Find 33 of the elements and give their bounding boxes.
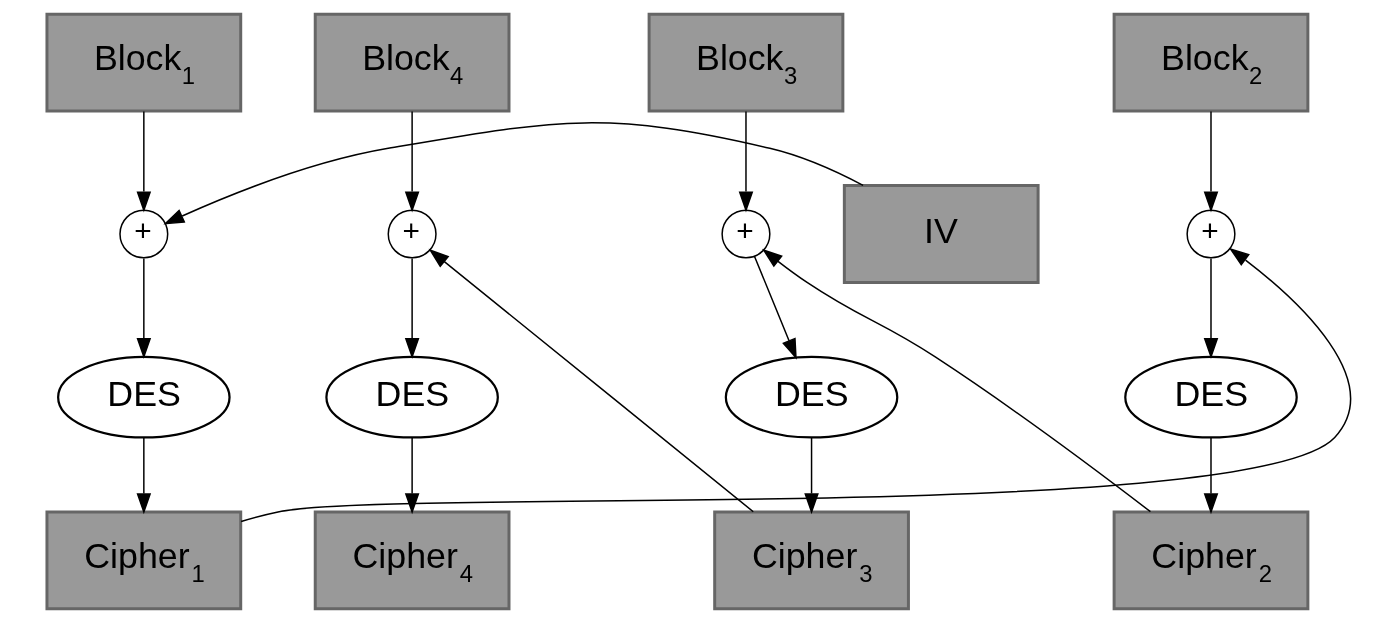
arrow xyxy=(428,248,754,513)
node-circle: + xyxy=(1185,209,1236,259)
arrow xyxy=(404,257,419,359)
arrow xyxy=(753,255,797,360)
node-circle: + xyxy=(118,209,168,259)
node-box: Cipher$_{1}$ xyxy=(44,510,242,611)
node-ellipse: DES xyxy=(1123,355,1298,439)
arrow xyxy=(738,110,753,213)
arrow xyxy=(136,436,151,515)
node-ellipse: DES xyxy=(56,355,231,439)
arrow xyxy=(1203,436,1218,515)
arrow xyxy=(136,257,151,359)
node-box: Cipher$_{2}$ xyxy=(1112,510,1309,611)
arrow xyxy=(162,122,864,225)
node-circle: + xyxy=(720,209,771,259)
node-box: Cipher$_{3}$ xyxy=(712,510,910,611)
arrow xyxy=(404,436,419,515)
arrow xyxy=(404,110,419,213)
node-box: IV xyxy=(842,184,1040,284)
node-box: Block$_{4}$ xyxy=(313,12,510,113)
node-ellipse: DES xyxy=(324,355,499,439)
node-box: Cipher$_{4}$ xyxy=(313,510,510,611)
arrow xyxy=(1203,257,1218,359)
node-ellipse: DES xyxy=(724,355,898,439)
node-box: Block$_{2}$ xyxy=(1112,12,1309,113)
node-box: Block$_{1}$ xyxy=(44,12,242,113)
node-box: Block$_{3}$ xyxy=(647,12,844,113)
node-circle: + xyxy=(387,209,437,259)
arrow xyxy=(136,110,151,213)
arrow xyxy=(803,436,819,515)
arrow xyxy=(761,248,1151,513)
arrow xyxy=(1203,110,1218,213)
arrow xyxy=(239,247,1351,523)
